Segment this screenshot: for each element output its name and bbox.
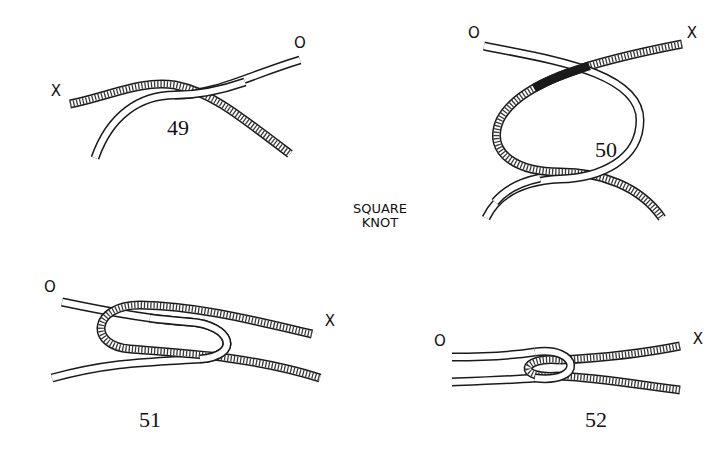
rope-end-mark: O — [434, 334, 446, 350]
rope-end-mark: O — [44, 280, 56, 296]
title-text: SQUARE KNOT — [353, 202, 407, 229]
figure-number: 51 — [139, 408, 161, 431]
rope-end-mark: O — [468, 26, 480, 42]
rope-end-mark: X — [693, 332, 703, 348]
figure-number: 50 — [595, 138, 617, 161]
rope-end-mark: X — [687, 26, 697, 42]
rope-end-mark: X — [325, 314, 335, 330]
figure-number: 52 — [585, 408, 607, 431]
rope-end-mark: O — [294, 36, 306, 52]
rope-end-mark: X — [51, 84, 61, 100]
figure-number: 49 — [167, 116, 189, 139]
